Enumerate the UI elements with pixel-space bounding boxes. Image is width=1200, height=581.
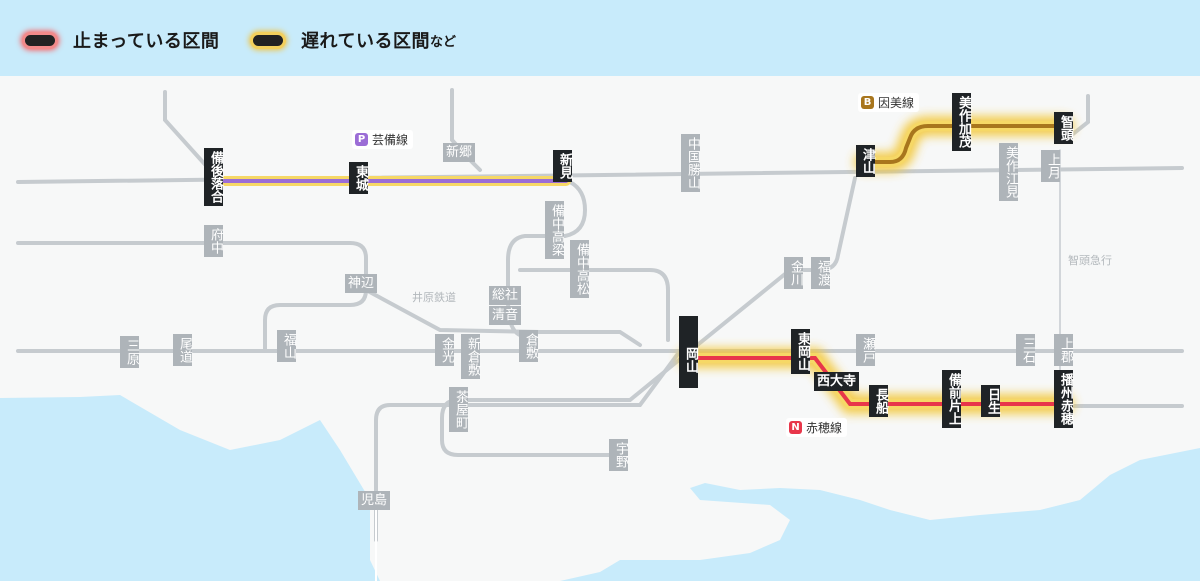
- delayed-swatch: [253, 34, 283, 46]
- station-kannabe[interactable]: 神辺: [345, 274, 378, 293]
- inbi-line-label[interactable]: B 因美線: [858, 93, 920, 112]
- geibi-line-name: 芸備線: [372, 133, 409, 147]
- chizu-line-label: 智頭急行: [1068, 254, 1112, 267]
- station-hinase[interactable]: 日生: [981, 385, 1000, 417]
- geibi-line-label[interactable]: P 芸備線: [352, 130, 414, 149]
- station-shingo[interactable]: 新郷: [443, 143, 476, 162]
- station-bingo-ochiai[interactable]: 備後落合: [204, 148, 223, 206]
- station-bitchu-takamatsu[interactable]: 備中高松: [570, 240, 589, 298]
- station-mitsuishi[interactable]: 三石: [1016, 334, 1035, 366]
- station-kojima[interactable]: 児島: [358, 491, 391, 510]
- legend-delayed: 遅れている区間 など: [253, 27, 456, 53]
- ako-line-badge: N: [789, 421, 802, 434]
- station-bitchu-takahashi[interactable]: 備中高梁: [545, 201, 564, 259]
- legend-delayed-label: 遅れている区間: [301, 31, 430, 52]
- station-fukuwatari[interactable]: 福渡: [811, 257, 830, 289]
- station-mimasaka-ezu[interactable]: 美作江見: [999, 143, 1018, 201]
- inbi-line-name: 因美線: [878, 96, 915, 110]
- legend-stopped: 止まっている区間: [25, 27, 219, 53]
- station-kiyone[interactable]: 清音: [489, 306, 522, 325]
- station-kamitsuki[interactable]: 上月: [1041, 150, 1060, 182]
- station-kurashiki[interactable]: 倉敷: [519, 330, 538, 362]
- station-tojo[interactable]: 東城: [349, 162, 368, 194]
- station-niimi[interactable]: 新見: [553, 150, 572, 182]
- station-okayama[interactable]: 岡山: [679, 316, 698, 388]
- stopped-swatch: [25, 34, 55, 46]
- station-banshu-ako[interactable]: 播州赤穂: [1054, 370, 1073, 428]
- station-mimasaka-kamo[interactable]: 美作加茂: [952, 93, 971, 151]
- station-kamigori[interactable]: 上郡: [1054, 334, 1073, 366]
- station-soja[interactable]: 総社: [489, 286, 522, 305]
- station-chayamachi[interactable]: 茶屋町: [449, 387, 468, 432]
- station-osafune[interactable]: 長船: [869, 385, 888, 417]
- station-fuchu[interactable]: 府中: [204, 225, 223, 257]
- station-shinkurashiki[interactable]: 新倉敷: [461, 334, 480, 379]
- inbi-line-badge: B: [861, 96, 874, 109]
- station-tsuyama[interactable]: 津山: [856, 145, 875, 177]
- ako-line-label[interactable]: N 赤穂線: [786, 418, 848, 437]
- geibi-line-badge: P: [355, 133, 368, 146]
- station-saidaiji[interactable]: 西大寺: [814, 372, 860, 391]
- station-bizen-katakami[interactable]: 備前片上: [942, 370, 961, 428]
- station-chugoku-katsuyama[interactable]: 中国勝山: [681, 134, 700, 192]
- station-onomichi[interactable]: 尾道: [173, 334, 192, 366]
- ako-line-name: 赤穂線: [806, 421, 843, 435]
- station-fukuyama[interactable]: 福山: [277, 330, 296, 362]
- legend-delayed-suffix: など: [429, 34, 456, 50]
- land-area: [0, 76, 1200, 581]
- ako-line-stopped: [678, 348, 1074, 414]
- station-higashi-okayama[interactable]: 東岡山: [791, 329, 810, 374]
- inbi-line-delayed: [854, 116, 1074, 172]
- ibara-line-label: 井原鉄道: [412, 291, 456, 304]
- station-chizu[interactable]: 智頭: [1054, 112, 1073, 144]
- legend-stopped-label: 止まっている区間: [73, 31, 220, 52]
- station-uno[interactable]: 宇野: [609, 439, 628, 471]
- station-seto[interactable]: 瀬戸: [856, 334, 875, 366]
- station-kamogata[interactable]: 金光: [435, 334, 454, 366]
- station-kanagawa[interactable]: 金川: [784, 257, 803, 289]
- legend: 止まっている区間 遅れている区間 など: [0, 0, 1200, 76]
- station-mihara[interactable]: 三原: [120, 336, 139, 368]
